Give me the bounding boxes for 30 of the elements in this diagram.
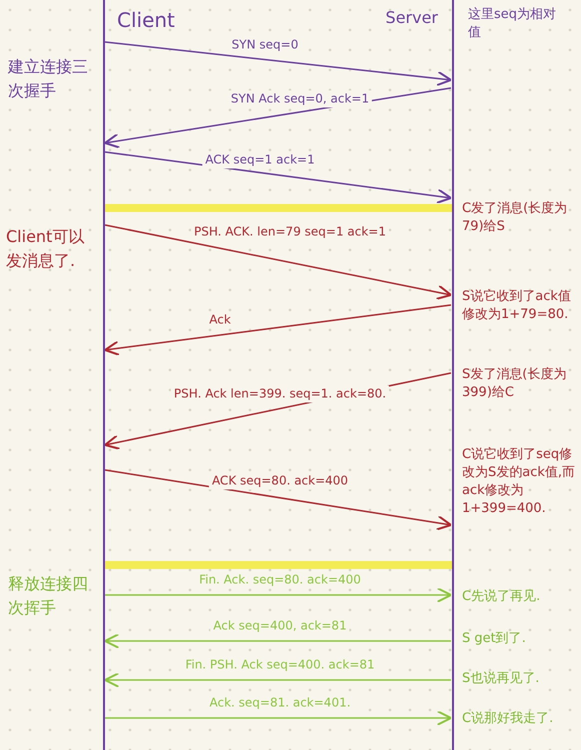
lifeline-label: Client [117, 8, 175, 32]
edge-label: Ack seq=400, ack=81 [210, 618, 350, 634]
message-arrow [104, 87, 452, 149]
note: C发了消息(长度为79)给S [462, 200, 568, 236]
section-note: 建立连接三次握手 [8, 56, 89, 102]
message-arrow [105, 587, 452, 603]
message-arrow [104, 41, 452, 86]
edge-label: PSH. ACK. len=79 seq=1 ack=1 [191, 224, 389, 240]
edge-label: PSH. Ack len=399. seq=1. ack=80. [170, 386, 390, 402]
section-note: Client可以发消息了. [6, 226, 86, 272]
message-arrow [104, 672, 451, 688]
edge-label: ACK seq=80. ack=400 [208, 472, 352, 490]
edge-label: Ack. seq=81. ack=401. [206, 694, 354, 712]
note: S也说再见了. [462, 670, 540, 688]
note: S发了消息(长度为399)给C [462, 366, 568, 402]
note: S get到了. [462, 630, 527, 648]
message-arrow [104, 633, 451, 649]
section-note: 释放连接四次挥手 [8, 573, 89, 619]
message-arrow [104, 224, 452, 300]
message-arrow [105, 710, 452, 726]
note: C说它收到了seq修改为S发的ack值,而ack修改为1+399=400. [462, 446, 576, 518]
note: C说那好我走了. [462, 710, 554, 728]
note: 这里seq为相对值 [468, 6, 558, 42]
edge-label: SYN Ack seq=0, ack=1 [228, 90, 372, 108]
note: C先说了再见. [462, 588, 542, 606]
message-arrow [104, 304, 452, 356]
lifeline-label: Server [386, 8, 438, 27]
note: S说它收到了ack值修改为1+79=80. [462, 288, 572, 324]
message-arrow [104, 469, 452, 531]
message-arrow [104, 151, 452, 204]
